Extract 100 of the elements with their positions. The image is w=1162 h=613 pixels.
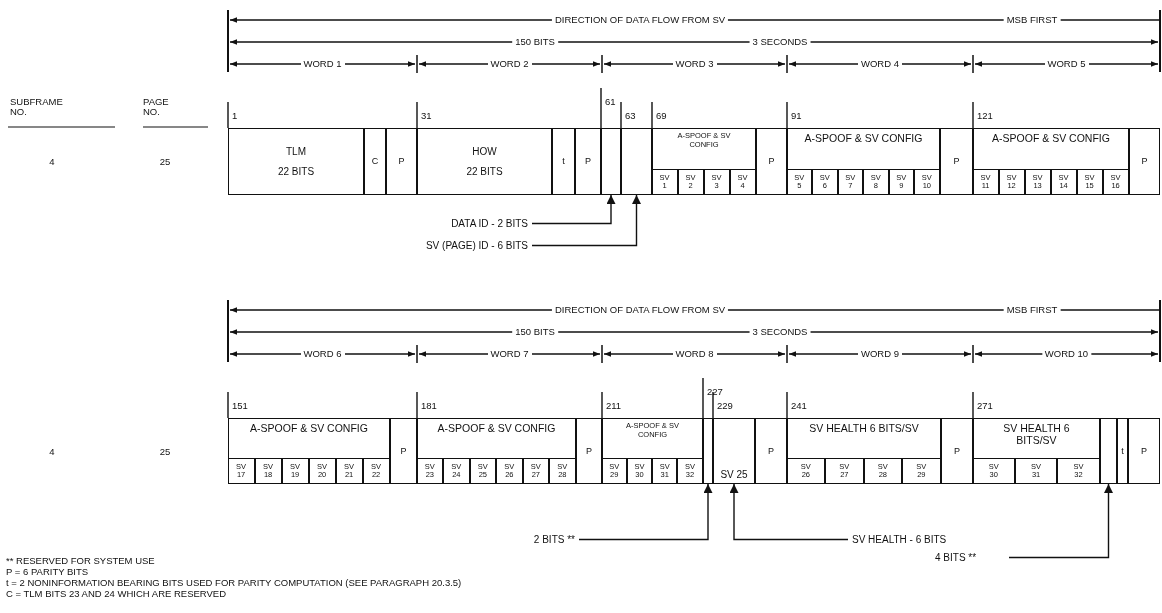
bit-number: 31: [421, 111, 432, 122]
bit-number: 91: [791, 111, 802, 122]
field-box: [1128, 418, 1160, 484]
sv-field-cell: [837, 168, 864, 195]
sv-field-cell: [902, 457, 941, 484]
empty-field-box: [703, 418, 713, 484]
field-label: A-SPOOF & SV CONFIG: [250, 422, 368, 435]
dimension-label: MSB FIRST: [1003, 304, 1061, 316]
leader-text: DATA ID - 2 BITS: [451, 217, 528, 230]
bit-number: 241: [791, 401, 807, 412]
sv-field-cell: [677, 457, 703, 484]
field-label: P: [1141, 156, 1148, 167]
sv-field-cell: [496, 457, 523, 484]
dimension-label: WORD 2: [487, 58, 532, 70]
sv-field-cell: [549, 457, 576, 484]
legend-note: ** RESERVED FOR SYSTEM USE: [6, 556, 155, 567]
field-box: [1100, 418, 1117, 484]
field-label: A-SPOOF & SV CONFIG: [437, 422, 556, 435]
column-header: SUBFRAME NO.: [10, 97, 64, 118]
sv-field-cell: [677, 168, 704, 195]
column-header: PAGE NO.: [143, 97, 170, 118]
bit-number: 121: [977, 111, 993, 122]
field-box: [941, 418, 973, 484]
dimension-label: WORD 10: [1041, 348, 1092, 360]
sv-field-cell: [703, 168, 730, 195]
field-label: P: [954, 445, 960, 457]
sv-field-cell: [335, 457, 363, 484]
sv-field-cell: [1014, 457, 1058, 484]
field-label: P: [400, 445, 407, 457]
leader-text: SV HEALTH - 6 BITS: [852, 533, 947, 546]
dimension-label: WORD 6: [300, 348, 345, 360]
sv-field-cell: [786, 168, 813, 195]
sv-field-cell: [362, 457, 390, 484]
table-value: 4: [49, 156, 55, 168]
field-box: [756, 128, 787, 195]
bit-number: 227: [707, 387, 723, 398]
sv-field-cell: [227, 457, 255, 484]
table-value: 25: [159, 156, 171, 168]
field-label: t: [1121, 445, 1124, 457]
field-label: P: [953, 156, 960, 167]
sv-field-cell: [914, 168, 940, 195]
legend-note: P = 6 PARITY BITS: [6, 567, 89, 578]
field-box: [364, 128, 386, 195]
sv-field-cell: [825, 457, 864, 484]
field-label: 22 BITS: [466, 166, 503, 178]
dimension-label: WORD 7: [487, 348, 532, 360]
field-label: P: [398, 156, 405, 167]
dimension-label: WORD 1: [300, 58, 345, 70]
field-label: P: [586, 445, 592, 457]
dimension-label: WORD 5: [1044, 58, 1089, 70]
leader-text: 2 BITS **: [533, 533, 575, 546]
leader-text: 4 BITS **: [935, 551, 977, 564]
leader-arrow: [729, 483, 849, 541]
dimension-label: WORD 9: [858, 348, 902, 360]
dimension-label: 150 BITS: [512, 36, 558, 48]
sv-field-cell: [416, 457, 444, 484]
field-label: SV HEALTH 6 BITS/SV: [809, 422, 919, 435]
field-box: [755, 418, 787, 484]
table-value: 4: [49, 446, 55, 458]
field-box: [552, 128, 575, 195]
sv-field-cell: [308, 457, 336, 484]
field-label: SV HEALTH 6 BITS/SV: [1002, 422, 1071, 447]
sv-field-cell: [469, 457, 497, 484]
sv-field-cell: [729, 168, 756, 195]
leader-arrow: [1008, 483, 1113, 559]
sv-field-cell: [254, 457, 282, 484]
bit-number: 229: [717, 401, 733, 412]
dimension-label: DIRECTION OF DATA FLOW FROM SV: [551, 304, 729, 316]
field-label: t: [562, 156, 565, 167]
dimension-label: WORD 4: [858, 58, 902, 70]
dimension-label: WORD 8: [672, 348, 717, 360]
sv-field-cell: [651, 168, 678, 195]
field-label: P: [585, 156, 591, 167]
table-value: 25: [159, 446, 171, 458]
leader-text: SV (PAGE) ID - 6 BITS: [425, 239, 528, 252]
bit-number: 181: [421, 401, 437, 412]
bit-number: 211: [606, 401, 622, 412]
field-box: [390, 418, 417, 484]
field-box: [575, 128, 601, 195]
sv-field-cell: [626, 457, 653, 484]
sv-field-cell: [972, 168, 999, 195]
sv-field-cell: [1050, 168, 1077, 195]
sv-field-cell: [652, 457, 678, 484]
dimension-label: 3 SECONDS: [749, 36, 811, 48]
dimension-label: 3 SECONDS: [749, 326, 811, 338]
sv-field-cell: [1076, 168, 1103, 195]
sv-field-cell: [998, 168, 1025, 195]
sv-field-cell: [281, 457, 309, 484]
field-label: HOW: [472, 145, 497, 157]
field-label: A-SPOOF & SV CONFIG: [804, 132, 923, 145]
field-label: 22 BITS: [277, 166, 315, 178]
sv-field-cell: [972, 457, 1015, 484]
field-label: SV 25: [720, 468, 748, 480]
legend-note: C = TLM BITS 23 AND 24 WHICH ARE RESERVED: [6, 589, 227, 600]
field-label: P: [768, 445, 774, 457]
bit-number: 151: [232, 401, 248, 412]
leader-arrow: [531, 194, 616, 225]
field-label: TLM: [286, 145, 306, 157]
field-label: P: [1141, 445, 1147, 457]
field-box: [1117, 418, 1128, 484]
